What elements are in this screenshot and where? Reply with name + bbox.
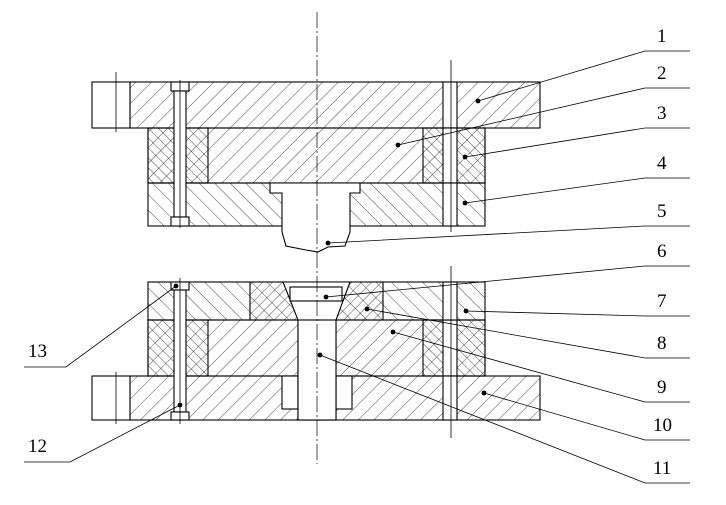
upper-screw bbox=[170, 80, 190, 228]
upper-base-plate bbox=[91, 81, 541, 129]
callout-6: 6 bbox=[657, 241, 667, 262]
upper-die bbox=[91, 80, 541, 253]
callout-1: 1 bbox=[657, 26, 667, 47]
callout-12: 12 bbox=[28, 436, 47, 457]
callout-10: 10 bbox=[653, 415, 672, 436]
callout-5: 5 bbox=[657, 201, 667, 222]
center-lines bbox=[115, 12, 452, 464]
leader-lines bbox=[24, 50, 690, 484]
callout-13: 13 bbox=[28, 341, 47, 362]
callout-3: 3 bbox=[657, 103, 667, 124]
callout-numbers: 1 2 3 4 5 6 7 8 9 10 11 12 13 bbox=[28, 26, 672, 479]
callout-4: 4 bbox=[657, 153, 667, 174]
callout-8: 8 bbox=[657, 333, 667, 354]
callout-9: 9 bbox=[657, 377, 667, 398]
lower-screw bbox=[170, 278, 190, 424]
callout-11: 11 bbox=[653, 458, 671, 479]
lower-die bbox=[91, 278, 541, 424]
callout-7: 7 bbox=[657, 291, 667, 312]
callout-2: 2 bbox=[657, 63, 667, 84]
blank-workpiece bbox=[289, 286, 343, 302]
punch bbox=[269, 182, 361, 253]
